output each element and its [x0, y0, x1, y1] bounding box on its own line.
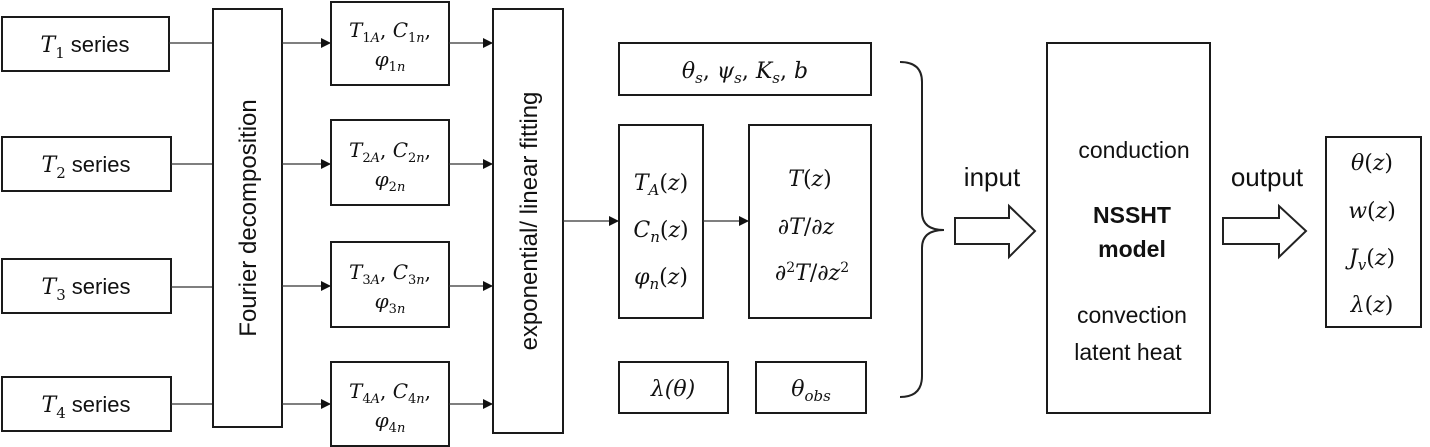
- lambda-theta-box: λ(θ): [618, 361, 729, 414]
- svg-text:φ4n: φ4n: [375, 408, 406, 436]
- input-arrow: [954, 203, 1037, 260]
- svg-text:Cn(z): Cn(z): [633, 218, 688, 246]
- svg-text:T3A, C3n,: T3A, C3n,: [349, 260, 431, 288]
- svg-text:Jv(z): Jv(z): [1345, 246, 1395, 274]
- svg-text:φ1n: φ1n: [375, 47, 406, 75]
- svg-text:φ2n: φ2n: [375, 167, 406, 195]
- svg-text:model: model: [1098, 236, 1166, 262]
- svg-text:φn(z): φn(z): [634, 265, 688, 293]
- svg-text:∂2T/∂z2: ∂2T/∂z2: [775, 260, 849, 286]
- theta-obs-box: θobs: [755, 361, 867, 414]
- output-label: output: [1231, 162, 1304, 192]
- svg-text:θ(z): θ(z): [1351, 151, 1393, 176]
- svg-text:T4A, C4n,: T4A, C4n,: [349, 379, 431, 407]
- fourier-decomposition-box: Fourier decomposition: [212, 8, 283, 428]
- output-arrow: [1222, 203, 1308, 260]
- svg-text:exponential/ linear fitting: exponential/ linear fitting: [516, 92, 543, 351]
- svg-text:latent heat: latent heat: [1074, 339, 1182, 365]
- svg-text:Fourier decomposition: Fourier decomposition: [235, 99, 262, 336]
- svg-text:T1A, C1n,: T1A, C1n,: [349, 18, 431, 46]
- profile-box: TA(z) Cn(z) φn(z): [618, 124, 704, 319]
- coef-box-1: T1A, C1n, φ1n: [330, 1, 450, 86]
- fitting-box: exponential/ linear fitting: [492, 8, 564, 434]
- nssht-model-box: conduction NSSHT model convection latent…: [1046, 42, 1211, 414]
- coef-box-4: T4A, C4n, φ4n: [330, 361, 450, 447]
- svg-text:NSSHT: NSSHT: [1093, 202, 1171, 228]
- svg-text:T2A, C2n,: T2A, C2n,: [349, 138, 431, 166]
- svg-text:∂T/∂z: ∂T/∂z: [778, 215, 835, 240]
- derivative-box: T(z) ∂T/∂z ∂2T/∂z2: [748, 124, 872, 319]
- output-box: θ(z) w(z) Jv(z) λ(z): [1325, 136, 1422, 328]
- svg-text:λ(z): λ(z): [1350, 293, 1394, 318]
- svg-text:T(z): T(z): [788, 167, 831, 192]
- svg-text:conduction: conduction: [1078, 137, 1189, 163]
- svg-text:λ(θ): λ(θ): [650, 377, 695, 402]
- input-label: input: [964, 162, 1021, 192]
- svg-text:θs, ψs, Ks, b: θs, ψs, Ks, b: [682, 59, 808, 87]
- svg-text:convection: convection: [1077, 302, 1187, 328]
- coef-box-3: T3A, C3n, φ3n: [330, 241, 450, 328]
- coef-box-2: T2A, C2n, φ2n: [330, 119, 450, 206]
- svg-text:φ3n: φ3n: [375, 289, 406, 317]
- soil-params-box: θs, ψs, Ks, b: [618, 42, 872, 96]
- brace: [899, 61, 945, 398]
- svg-text:TA(z): TA(z): [634, 171, 688, 199]
- svg-text:w(z): w(z): [1348, 199, 1396, 224]
- svg-text:θobs: θobs: [791, 377, 831, 405]
